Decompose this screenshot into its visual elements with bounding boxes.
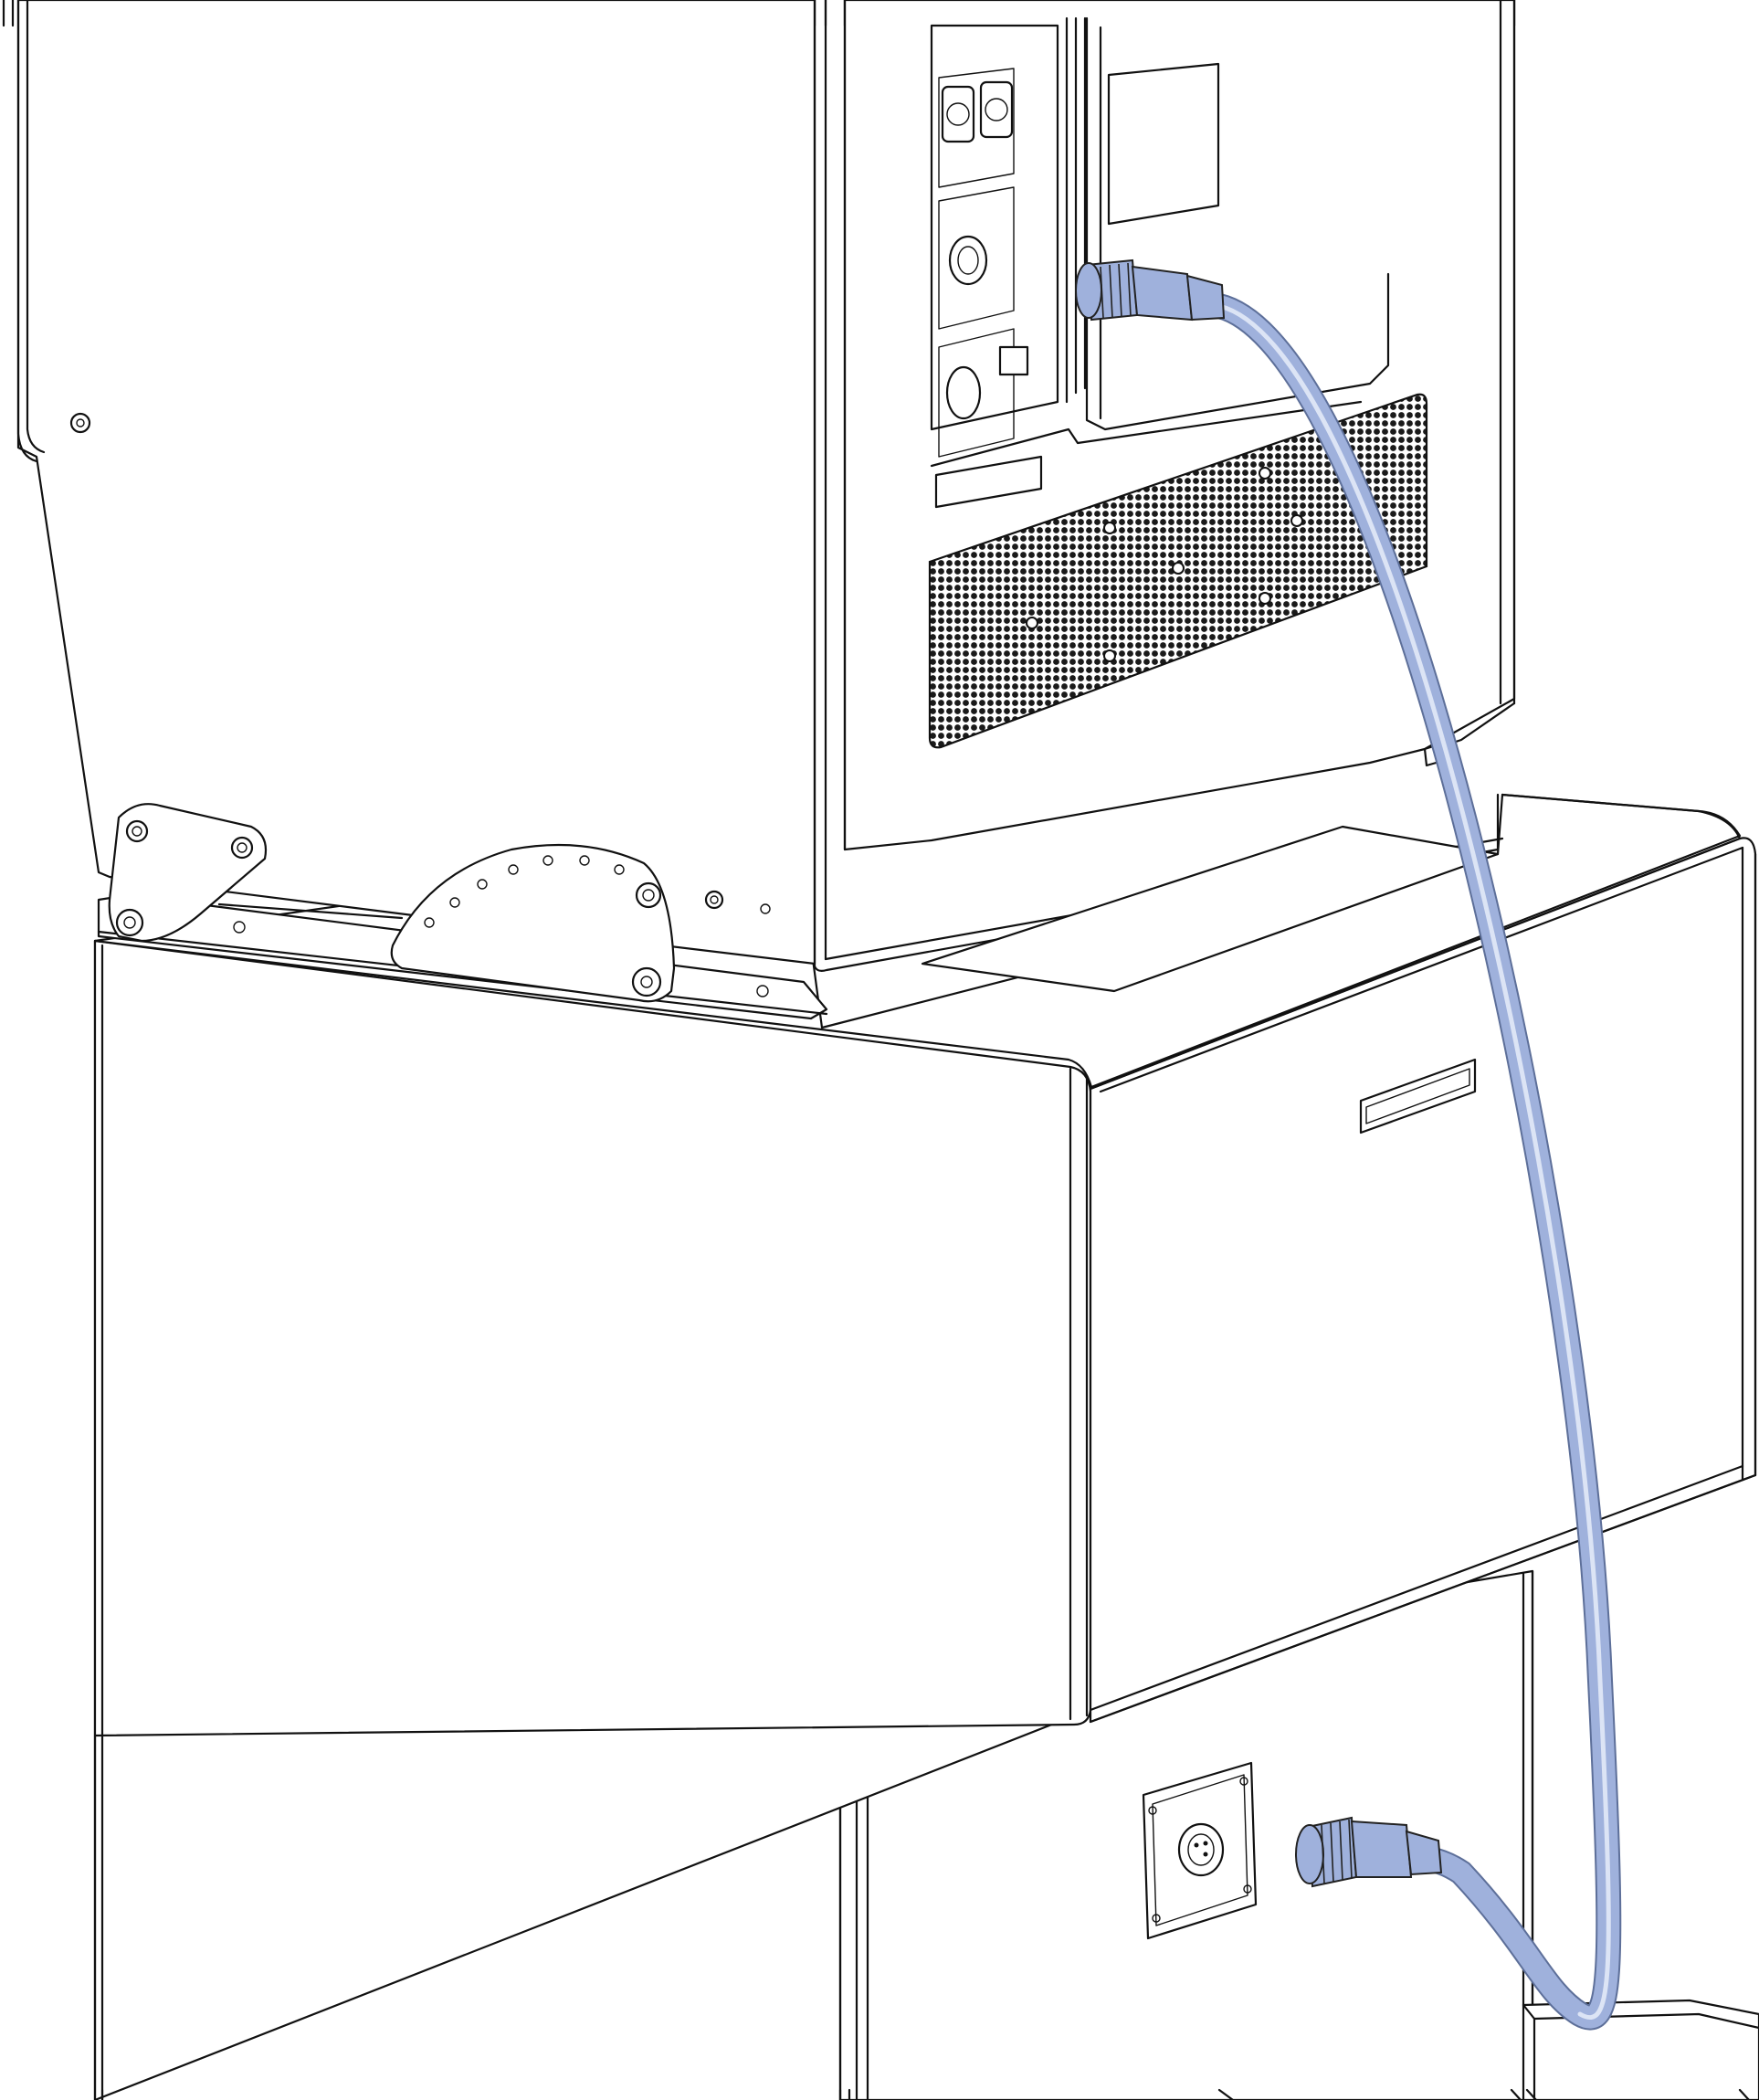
screw-icon [69,412,91,434]
circular-socket-icon [948,235,988,286]
connection-cable [1206,293,1622,2031]
power-connector-icon [945,345,1029,420]
rigging-hinge [97,803,828,1020]
speaker-grille [928,393,1428,749]
circular-cable-plug-icon [1075,259,1226,322]
xlr-connector-icon [941,80,1014,143]
circular-cable-plug-icon [1295,1816,1443,1888]
circular-socket-icon [1177,1822,1225,1877]
lower-socket-panel [1142,1761,1258,1940]
upper-connector-panel [930,16,1390,509]
angle-holes [424,855,625,928]
bottom-edge-ticks [100,2088,1751,2100]
